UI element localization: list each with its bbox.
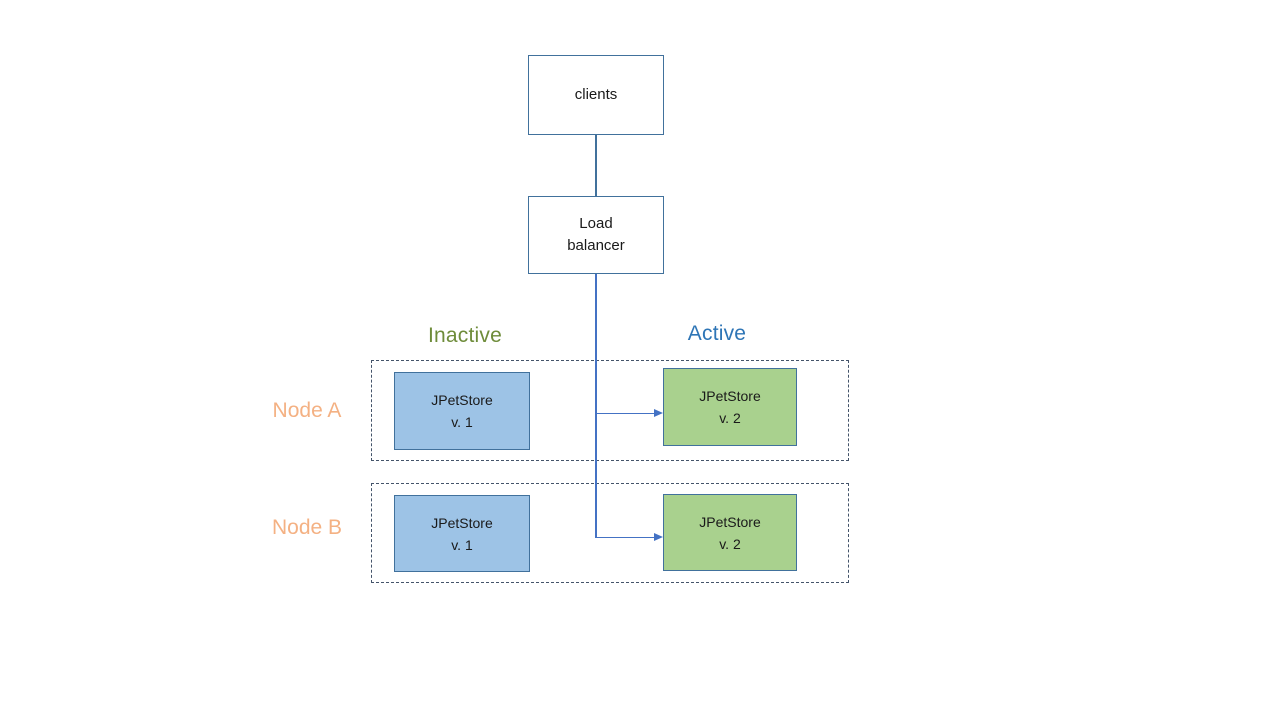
clients-box: clients [528,55,664,135]
arrowhead-node-b [654,532,663,541]
node-a-label: Node A [272,399,342,422]
connector-branch-node-a [595,412,654,414]
column-label-inactive: Inactive [428,324,502,347]
node-b-inactive-app-box: JPetStore v. 1 [394,495,530,572]
arrowhead-node-a [654,408,663,417]
connector-clients-loadbalancer [595,135,597,196]
node-b-active-app-box: JPetStore v. 2 [663,494,797,571]
node-b-container [371,483,849,583]
load-balancer-box: Load balancer [528,196,664,274]
node-a-container [371,360,849,461]
node-b-label: Node B [271,516,343,539]
connector-loadbalancer-trunk [595,274,597,538]
node-a-active-app-box: JPetStore v. 2 [663,368,797,446]
node-a-inactive-app-box: JPetStore v. 1 [394,372,530,450]
column-label-active: Active [687,322,747,345]
connector-branch-node-b [595,536,654,538]
